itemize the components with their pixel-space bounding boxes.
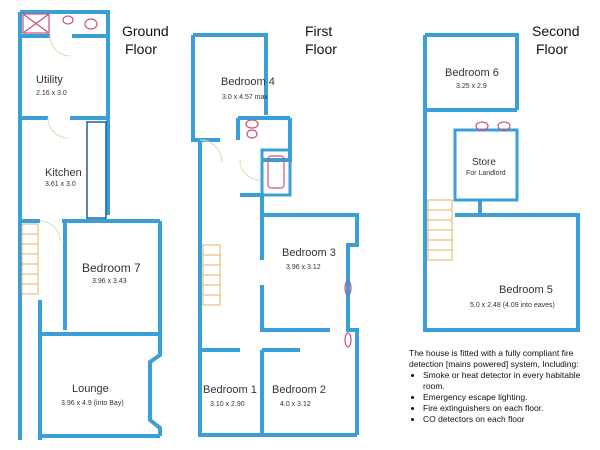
- second-floor-title: Second Floor: [532, 22, 579, 58]
- sink-icon: [344, 280, 352, 296]
- room-label-lounge: Lounge: [72, 383, 109, 395]
- title-line: Second: [532, 23, 580, 39]
- title-line: Floor: [125, 41, 157, 57]
- first-floor-fixtures: [199, 119, 352, 348]
- room-size-bedroom-5: 5.0 x 2.48 (4.09 into eaves): [470, 302, 555, 309]
- title-line: Ground: [122, 23, 169, 39]
- room-size-bedroom-6: 3.25 x 2.9: [456, 83, 487, 90]
- room-size-bedroom-7: 3.96 x 3.43: [92, 278, 127, 285]
- room-size-bedroom-1: 3.10 x 2.90: [210, 401, 245, 408]
- room-size-bedroom-4: 3.0 x 4.57 max: [222, 94, 268, 101]
- title-line: Floor: [305, 41, 337, 57]
- fire-safety-note: The house is fitted with a fully complia…: [409, 348, 599, 425]
- room-label-bedroom-3: Bedroom 3: [282, 247, 336, 259]
- ground-floor-stairs: [21, 223, 39, 295]
- first-floor-title: First Floor: [305, 22, 337, 58]
- room-label-bedroom-5: Bedroom 5: [499, 284, 553, 296]
- toilet-icon: [84, 18, 98, 30]
- second-floor-walls: [423, 33, 580, 332]
- room-label-bedroom-2: Bedroom 2: [272, 384, 326, 396]
- room-size-lounge: 3.96 x 4.9 (into Bay): [61, 400, 124, 407]
- shower-icon: [22, 13, 50, 34]
- room-label-bedroom-6: Bedroom 6: [445, 67, 499, 79]
- room-size-bedroom-3: 3.96 x 3.12: [286, 264, 321, 271]
- second-floor-fixtures: [475, 121, 511, 131]
- room-label-store: Store: [472, 157, 496, 168]
- title-line: Floor: [536, 41, 568, 57]
- ground-floor-fixtures: [22, 13, 98, 242]
- note-item: CO detectors on each floor: [423, 414, 599, 425]
- first-floor-walls: [191, 33, 359, 437]
- room-label-bedroom-1: Bedroom 1: [203, 384, 257, 396]
- title-line: First: [305, 23, 333, 39]
- room-label-utility: Utility: [36, 74, 63, 86]
- note-item: Fire extinguishers on each floor.: [423, 403, 599, 414]
- toilet-icon: [497, 121, 511, 131]
- first-floor-stairs: [202, 244, 221, 306]
- sink-icon: [344, 332, 352, 348]
- ground-floor-title: Ground Floor: [122, 22, 169, 58]
- room-label-bedroom-7: Bedroom 7: [82, 261, 141, 275]
- room-size-utility: 2.16 x 3.0: [36, 90, 67, 97]
- room-size-kitchen: 3.61 x 3.0: [45, 181, 76, 188]
- room-label-bedroom-4: Bedroom 4: [221, 76, 275, 88]
- sink-icon: [62, 15, 74, 25]
- sink-icon: [245, 119, 259, 129]
- note-item: Emergency escape lighting.: [423, 392, 599, 403]
- room-note-store: For Landlord: [466, 170, 506, 177]
- second-floor-stairs: [427, 199, 453, 261]
- toilet-icon: [246, 129, 258, 139]
- note-list: Smoke or heat detector in every habitabl…: [409, 370, 599, 425]
- room-label-kitchen: Kitchen: [45, 167, 82, 179]
- room-size-bedroom-2: 4.0 x 3.12: [280, 401, 311, 408]
- ground-floor-walls: [18, 10, 162, 440]
- sink-icon: [475, 121, 489, 131]
- bath-icon: [267, 155, 285, 189]
- note-item: Smoke or heat detector in every habitabl…: [423, 370, 599, 392]
- note-intro: The house is fitted with a fully complia…: [409, 348, 579, 369]
